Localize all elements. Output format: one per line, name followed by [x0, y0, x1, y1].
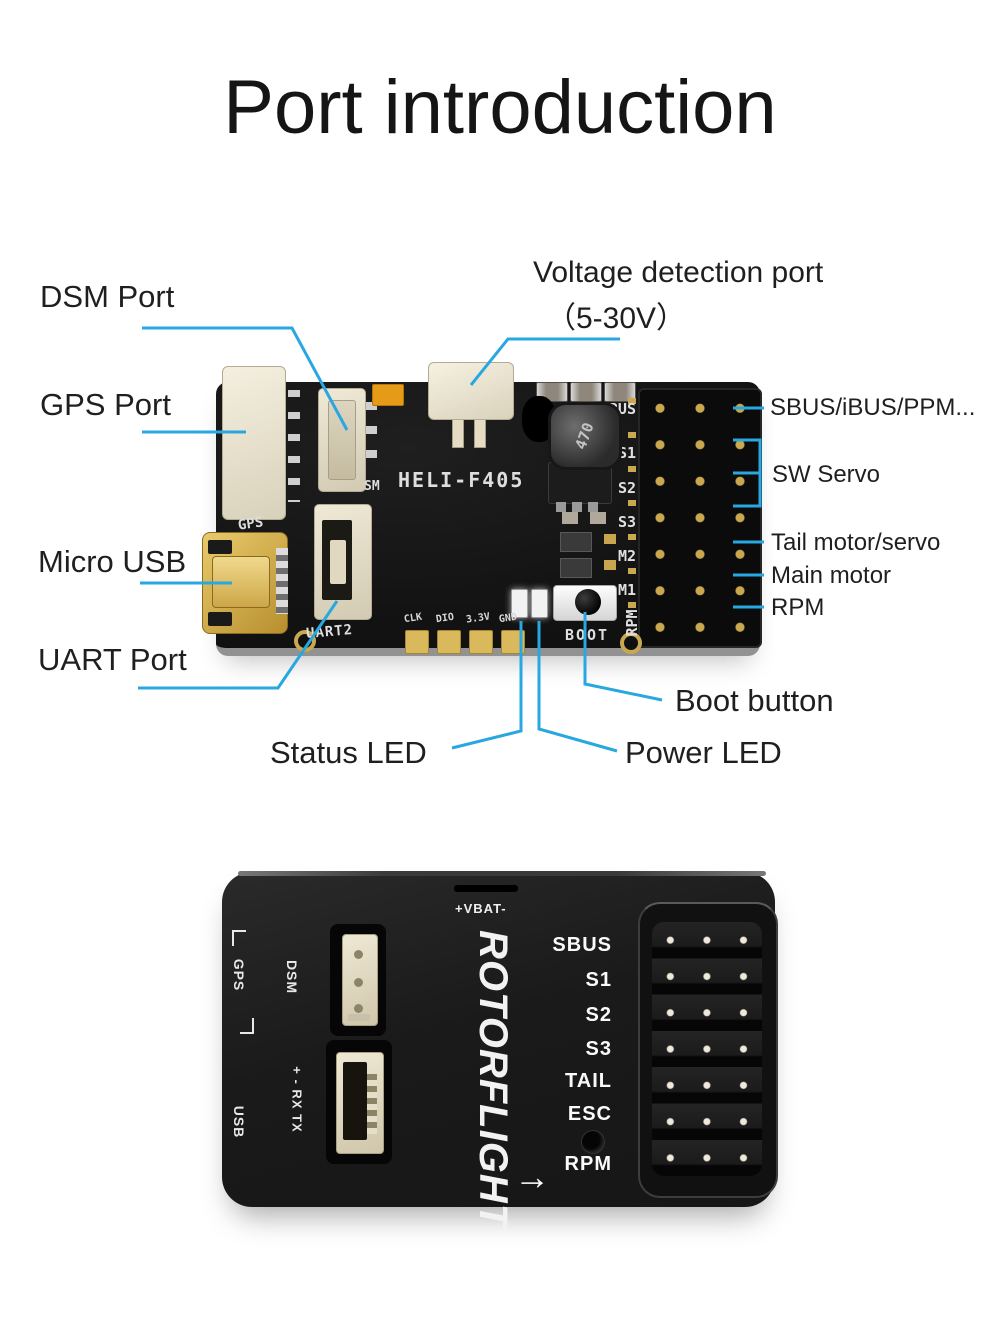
silkscreen-model: HELI-F405 [398, 468, 525, 492]
label-voltage-range: （5-30V） [546, 302, 687, 335]
silkscreen-s1: S1 [617, 444, 636, 462]
gps-bracket-mark [232, 930, 246, 946]
micro-usb-pins [276, 548, 288, 614]
page-title: Port introduction [223, 65, 777, 150]
silkscreen-s2: S2 [617, 479, 636, 497]
capacitor [604, 382, 636, 402]
inductor-label: 470 [571, 420, 599, 452]
dsm-pin [354, 950, 363, 959]
label-power-led: Power LED [625, 735, 782, 770]
silkscreen-s3: S3 [617, 513, 636, 531]
case-dsm-label: DSM [284, 959, 300, 995]
case-label-s3: S3 [585, 1038, 612, 1060]
debug-pad [469, 630, 493, 654]
silkscreen-boot: BOOT [564, 626, 610, 644]
debug-pad [405, 630, 429, 654]
inductor-470: 470 [548, 402, 622, 470]
silkscreen-rpm: RPM [623, 609, 641, 637]
label-main-motor: Main motor [771, 562, 892, 589]
label-dsm-port: DSM Port [40, 279, 175, 314]
capacitor [570, 382, 602, 402]
boot-button-cap[interactable] [575, 589, 601, 615]
dsm-connector-slot [328, 400, 356, 480]
gps-connector [222, 366, 286, 520]
label-uart-port: UART Port [38, 642, 187, 677]
case-top-edge [238, 871, 766, 876]
passive-component [590, 512, 606, 524]
dsm-connector-pins [366, 402, 377, 474]
ic-leg [572, 502, 582, 512]
case-uart-pinout-label: + - RX TX [289, 1066, 305, 1133]
servo-header-block [638, 388, 762, 648]
gps-connector-pins [288, 390, 300, 502]
case-servo-sockets [652, 922, 762, 1176]
micro-usb-plate [212, 556, 270, 608]
micro-usb-slot [208, 612, 232, 626]
case-label-esc: ESC [567, 1103, 612, 1125]
header-edge-pins [628, 398, 636, 636]
case-label-rpm: RPM [564, 1153, 612, 1175]
case-screw-hole [581, 1130, 605, 1154]
voltage-detection-connector [428, 362, 514, 420]
dsm-pin [354, 1004, 363, 1013]
passive-component [604, 560, 616, 570]
case-gps-label: GPS [231, 958, 247, 992]
gps-bracket-mark [240, 1018, 254, 1034]
label-tail-motor: Tail motor/servo [771, 529, 941, 556]
label-gps-port: GPS Port [40, 387, 171, 422]
dsm-latch [348, 1014, 370, 1021]
case-vbat-label: +VBAT- [455, 901, 507, 916]
label-sw-servo: SW Servo [772, 461, 881, 488]
case-label-sbus: SBUS [552, 934, 612, 956]
ic-leg [588, 502, 598, 512]
label-rpm: RPM [771, 594, 825, 621]
case-uart-slot [343, 1062, 367, 1140]
case-label-s1: S1 [585, 969, 612, 991]
passive-component [560, 532, 592, 552]
case-label-s2: S2 [585, 1004, 612, 1026]
label-micro-usb: Micro USB [38, 544, 187, 579]
power-led [531, 589, 548, 618]
orange-capacitor [372, 384, 404, 406]
case-label-tail: TAIL [565, 1070, 612, 1092]
case-usb-label: USB [231, 1105, 247, 1139]
passive-component [560, 558, 592, 578]
dsm-pin [354, 978, 363, 987]
case-top-slot [454, 885, 518, 892]
label-sbus: SBUS/iBUS/PPM... [770, 394, 976, 421]
passive-component [562, 512, 578, 524]
label-voltage-port: Voltage detection port [533, 256, 824, 289]
micro-usb-slot [208, 540, 232, 554]
debug-pad [437, 630, 461, 654]
passive-component [604, 534, 616, 544]
label-boot-button: Boot button [675, 683, 834, 718]
status-led [511, 589, 528, 618]
silkscreen-m2: M2 [617, 547, 636, 565]
ic-leg [556, 502, 566, 512]
silkscreen-m1: M1 [617, 581, 636, 599]
case-uart-pins [367, 1068, 377, 1134]
label-status-led: Status LED [270, 735, 427, 770]
silkscreen-dsm: SM [364, 479, 380, 494]
uart2-connector-tab [330, 540, 346, 584]
rpm-arrow-icon: → [514, 1156, 550, 1197]
debug-pad [501, 630, 525, 654]
